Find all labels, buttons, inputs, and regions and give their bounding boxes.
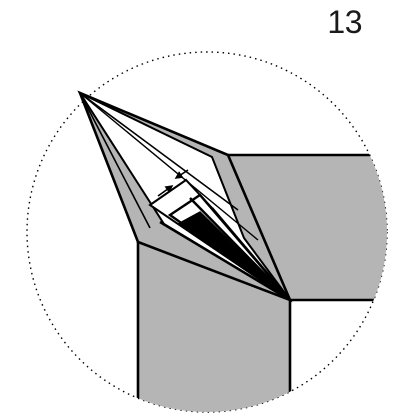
push-arrows [157, 169, 189, 197]
right-paper-arm [228, 155, 387, 300]
crease-lines [79, 92, 259, 241]
step-number: 13 [327, 4, 362, 40]
arrow-push-down-icon [157, 185, 174, 197]
inner-layers [148, 178, 291, 302]
arrow-push-left-icon [174, 169, 189, 179]
